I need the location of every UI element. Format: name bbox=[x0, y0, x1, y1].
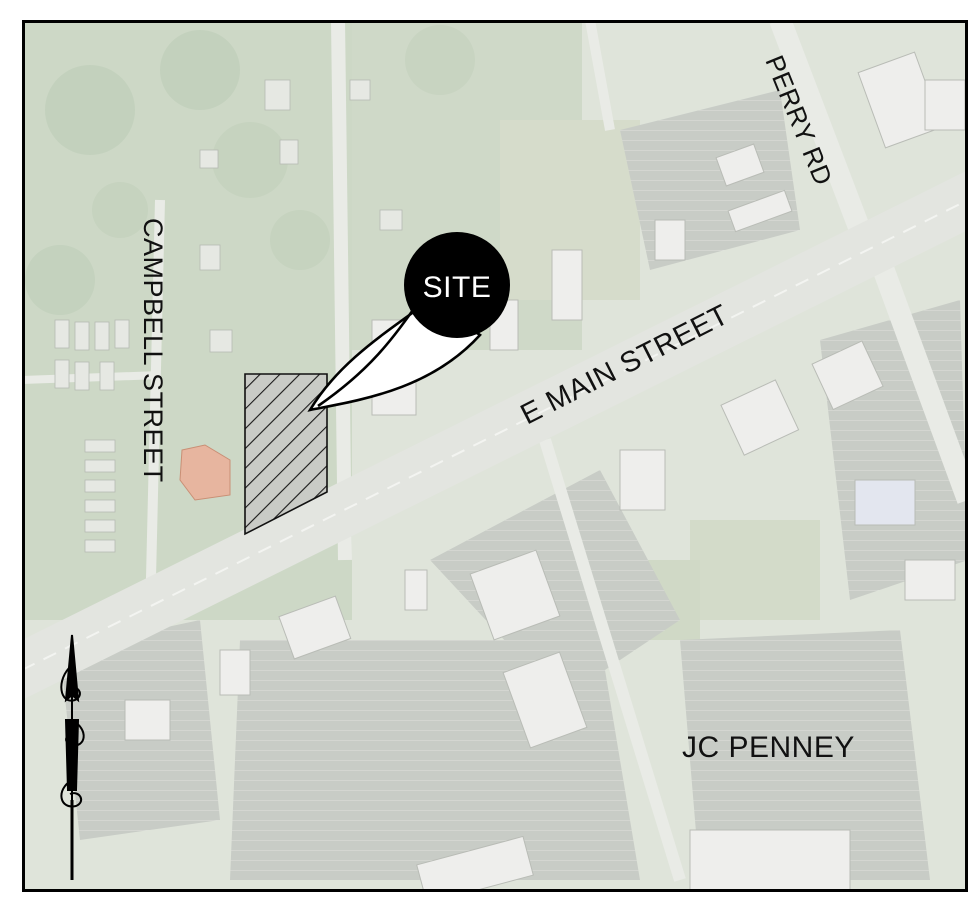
e-main-street-road bbox=[22, 170, 968, 700]
residential-homes bbox=[54, 79, 403, 553]
jc-penney-label: JC PENNEY bbox=[682, 731, 855, 764]
site-parcel[interactable] bbox=[244, 373, 328, 536]
campbell-street-label: CAMPBELL STREET bbox=[138, 218, 168, 483]
secondary-roads bbox=[22, 20, 968, 882]
site-marker[interactable] bbox=[404, 232, 510, 338]
buildings bbox=[124, 51, 966, 892]
north-arrow-icon bbox=[60, 634, 85, 880]
aerial-map[interactable]: SITE PERRY RD CAMPBELL STREET E MAIN STR… bbox=[22, 20, 968, 892]
orange-roof-building bbox=[179, 444, 231, 501]
site-label: SITE bbox=[423, 271, 492, 304]
